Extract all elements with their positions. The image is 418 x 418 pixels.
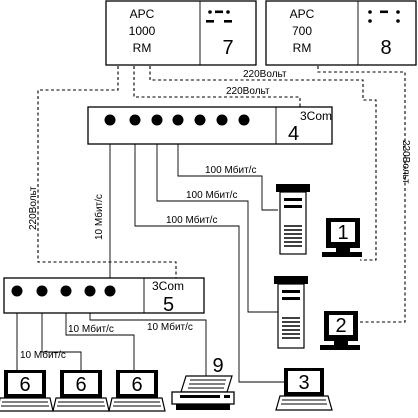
laptop-icon	[0, 370, 54, 412]
laptop-6a-number: 6	[19, 374, 30, 396]
laptop-3: 3	[275, 368, 333, 411]
wire-sw4-pc2	[156, 120, 278, 313]
power-line-pc2	[317, 66, 406, 323]
tower-computer-2: 2	[274, 276, 360, 350]
label-sw4-link2: 100 Мбит/с	[186, 189, 237, 201]
switch-5-brand: 3Com	[152, 279, 184, 293]
switch-4-number: 4	[288, 123, 299, 145]
laptop-icon	[108, 370, 166, 412]
ups-7-model-line1: APC	[130, 7, 155, 21]
printer-9-number: 9	[212, 355, 223, 377]
switch-4: 3Com 4	[87, 106, 333, 145]
label-sw4-link1: 100 Мбит/с	[205, 164, 256, 176]
wire-sw5-laptop6b	[41, 291, 82, 370]
ups-7-model-line2: 1000	[129, 24, 156, 38]
switch-5: 3Com 5	[3, 277, 205, 316]
switch-4-brand: 3Com	[300, 109, 332, 123]
link-labels: 220Вольт 220Вольт 220Вольт 220Вольт 10 М…	[20, 69, 411, 361]
laptop-6b: 6	[52, 370, 110, 412]
laptop-6c: 6	[108, 370, 166, 412]
ups-8-model-line1: APC	[290, 7, 315, 21]
laptop-6c-number: 6	[131, 374, 142, 396]
label-sw5-link1: 10 Мбит/с	[147, 321, 193, 333]
laptop-6b-number: 6	[75, 374, 86, 396]
monitor-icon	[322, 218, 362, 257]
printer-icon	[171, 375, 235, 410]
laptop-icon	[52, 370, 110, 412]
switch-5-number: 5	[163, 294, 174, 316]
laptop-icon	[275, 368, 333, 411]
ups-7: APC 1000 RM 7	[105, 0, 257, 66]
label-sw5-link2: 10 Мбит/с	[68, 323, 114, 335]
power-lines	[37, 66, 406, 323]
printer-9: 9	[171, 355, 235, 410]
wire-sw4-laptop3	[134, 120, 284, 383]
label-power-2: 220Вольт	[226, 86, 270, 97]
tower-computer-1: 1	[276, 184, 362, 257]
label-power-1: 220Вольт	[243, 69, 287, 80]
label-uplink: 10 Мбит/с	[93, 194, 105, 240]
ups-8-model-line3: RM	[293, 41, 312, 55]
data-wires	[16, 120, 284, 383]
power-line-left	[37, 66, 177, 278]
monitor-icon	[320, 311, 360, 350]
indicator-lights-icon	[368, 10, 400, 23]
switch-4-ports	[104, 114, 250, 126]
switch-5-ports	[11, 285, 116, 297]
ups-8-number: 8	[380, 37, 391, 59]
laptop-6a: 6	[0, 370, 54, 412]
ups-8-model-line2: 700	[292, 24, 312, 38]
ups-7-model-line3: RM	[133, 41, 152, 55]
ups-8: APC 700 RM 8	[265, 0, 417, 66]
label-sw4-link3: 100 Мбит/с	[166, 214, 217, 226]
indicator-lights-icon	[206, 10, 232, 23]
label-sw5-link3: 10 Мбит/с	[20, 349, 66, 361]
power-line-pc1	[149, 66, 377, 261]
laptop-3-number: 3	[298, 372, 309, 394]
tower-icon	[274, 276, 308, 349]
wire-sw4-pc1	[177, 120, 278, 211]
pc-1-number: 1	[337, 222, 348, 244]
tower-icon	[276, 184, 310, 255]
label-power-left: 220Вольт	[28, 186, 39, 230]
label-power-right: 220Вольт	[400, 140, 411, 184]
ups-7-number: 7	[222, 37, 233, 59]
pc-2-number: 2	[335, 315, 346, 337]
